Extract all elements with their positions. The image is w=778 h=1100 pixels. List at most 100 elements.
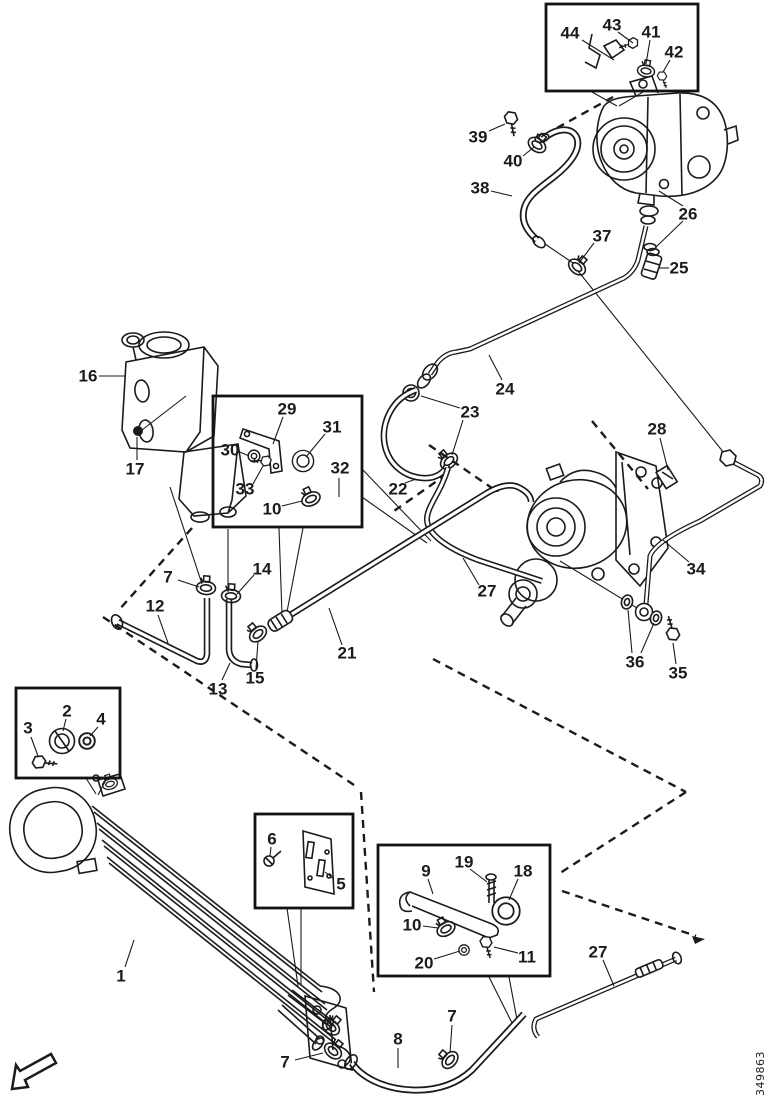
leader-line xyxy=(578,242,595,264)
inset-bracket-clamp xyxy=(211,394,364,529)
clamp-37 xyxy=(564,250,593,279)
leader-line xyxy=(617,31,634,44)
callout-label-44: 44 xyxy=(561,24,580,43)
callout-15: 15 xyxy=(246,640,264,688)
banjo-fitting xyxy=(634,602,654,622)
o-ring-26a xyxy=(639,205,659,217)
leader-line xyxy=(124,939,135,968)
washer-36a xyxy=(619,593,635,611)
bolt-11 xyxy=(474,933,501,959)
leader-line xyxy=(236,574,255,595)
leader-line xyxy=(294,1052,324,1061)
callout-21: 21 xyxy=(328,607,356,663)
grommet-18 xyxy=(491,896,521,926)
callout-17: 17 xyxy=(126,437,144,479)
callout-label-35: 35 xyxy=(669,664,688,683)
leader-line xyxy=(645,39,651,65)
callout-24: 24 xyxy=(488,354,515,399)
leader-line xyxy=(508,878,519,901)
inset-pump-hardware xyxy=(544,2,700,93)
callout-28: 28 xyxy=(648,420,669,471)
callout-4: 4 xyxy=(89,710,106,737)
callout-22: 22 xyxy=(389,478,417,499)
callout-9: 9 xyxy=(421,862,434,895)
power-steering-pump-drawing xyxy=(592,75,739,225)
callout-18: 18 xyxy=(508,862,533,901)
leader-line xyxy=(662,59,671,73)
hose-12 xyxy=(110,574,218,665)
bracket-29 xyxy=(238,427,283,474)
leader-line xyxy=(269,846,272,857)
callout-19: 19 xyxy=(455,853,488,883)
leader-line xyxy=(157,614,169,644)
callout-label-7: 7 xyxy=(447,1007,456,1026)
reservoir-drawing xyxy=(121,331,247,523)
callout-label-2: 2 xyxy=(62,702,71,721)
leader-line xyxy=(658,190,684,207)
leader-line xyxy=(469,868,488,883)
callout-7: 7 xyxy=(163,568,200,588)
clamp-15 xyxy=(242,617,271,646)
callout-label-33: 33 xyxy=(236,480,255,499)
callout-label-37: 37 xyxy=(593,227,612,246)
bolt-3 xyxy=(29,747,59,777)
callout-10: 10 xyxy=(263,500,303,519)
arrowhead xyxy=(692,936,705,944)
alignment-lines xyxy=(85,91,725,1026)
callout-label-5: 5 xyxy=(336,875,345,894)
callout-label-19: 19 xyxy=(455,853,474,872)
callout-35: 35 xyxy=(669,642,688,683)
screw-19 xyxy=(485,873,497,881)
leader-line xyxy=(433,950,461,960)
callout-label-39: 39 xyxy=(469,128,488,147)
callout-label-22: 22 xyxy=(389,480,408,499)
inset-cooler-mount-left xyxy=(14,686,122,780)
callout-32: 32 xyxy=(331,459,350,497)
bracket-5 xyxy=(302,829,335,896)
callout-3: 3 xyxy=(23,719,39,757)
pipe-34 xyxy=(619,449,765,644)
leader-line xyxy=(422,925,439,929)
callout-label-32: 32 xyxy=(331,459,350,478)
elbow-25 xyxy=(640,242,663,280)
inset3-parts xyxy=(29,727,96,777)
leader-line xyxy=(427,878,434,895)
callout-label-18: 18 xyxy=(514,862,533,881)
leader-line xyxy=(655,220,684,248)
nut-4 xyxy=(78,732,96,750)
callout-42: 42 xyxy=(662,43,683,73)
callout-41: 41 xyxy=(642,23,661,65)
callout-label-7: 7 xyxy=(280,1053,289,1072)
callout-44: 44 xyxy=(561,24,615,61)
callout-11: 11 xyxy=(493,946,536,967)
callout-26: 26 xyxy=(655,190,697,248)
callout-label-36: 36 xyxy=(626,653,645,672)
leader-line xyxy=(255,640,259,670)
callout-12: 12 xyxy=(146,597,169,644)
callout-label-27: 27 xyxy=(589,943,608,962)
leader-line xyxy=(602,959,615,987)
leader-line xyxy=(30,736,39,757)
callout-8: 8 xyxy=(393,1030,403,1068)
callout-label-10: 10 xyxy=(403,916,422,935)
callout-label-27: 27 xyxy=(478,582,497,601)
hoses-and-pipes xyxy=(110,108,765,1094)
callout-31: 31 xyxy=(305,418,342,458)
inset5-parts xyxy=(398,873,521,959)
callout-label-31: 31 xyxy=(323,418,342,437)
fitting-28 xyxy=(655,464,679,490)
callout-label-20: 20 xyxy=(415,954,434,973)
callout-label-41: 41 xyxy=(642,23,661,42)
leader-line xyxy=(420,395,461,409)
clamp-10a xyxy=(296,483,324,510)
callout-25: 25 xyxy=(658,259,688,278)
callout-label-40: 40 xyxy=(504,152,523,171)
leader-line xyxy=(462,557,480,586)
callout-label-38: 38 xyxy=(471,179,490,198)
callout-label-1: 1 xyxy=(116,967,125,986)
inset2-parts xyxy=(238,427,324,510)
callout-label-14: 14 xyxy=(253,560,272,579)
bolt-39 xyxy=(497,108,527,137)
